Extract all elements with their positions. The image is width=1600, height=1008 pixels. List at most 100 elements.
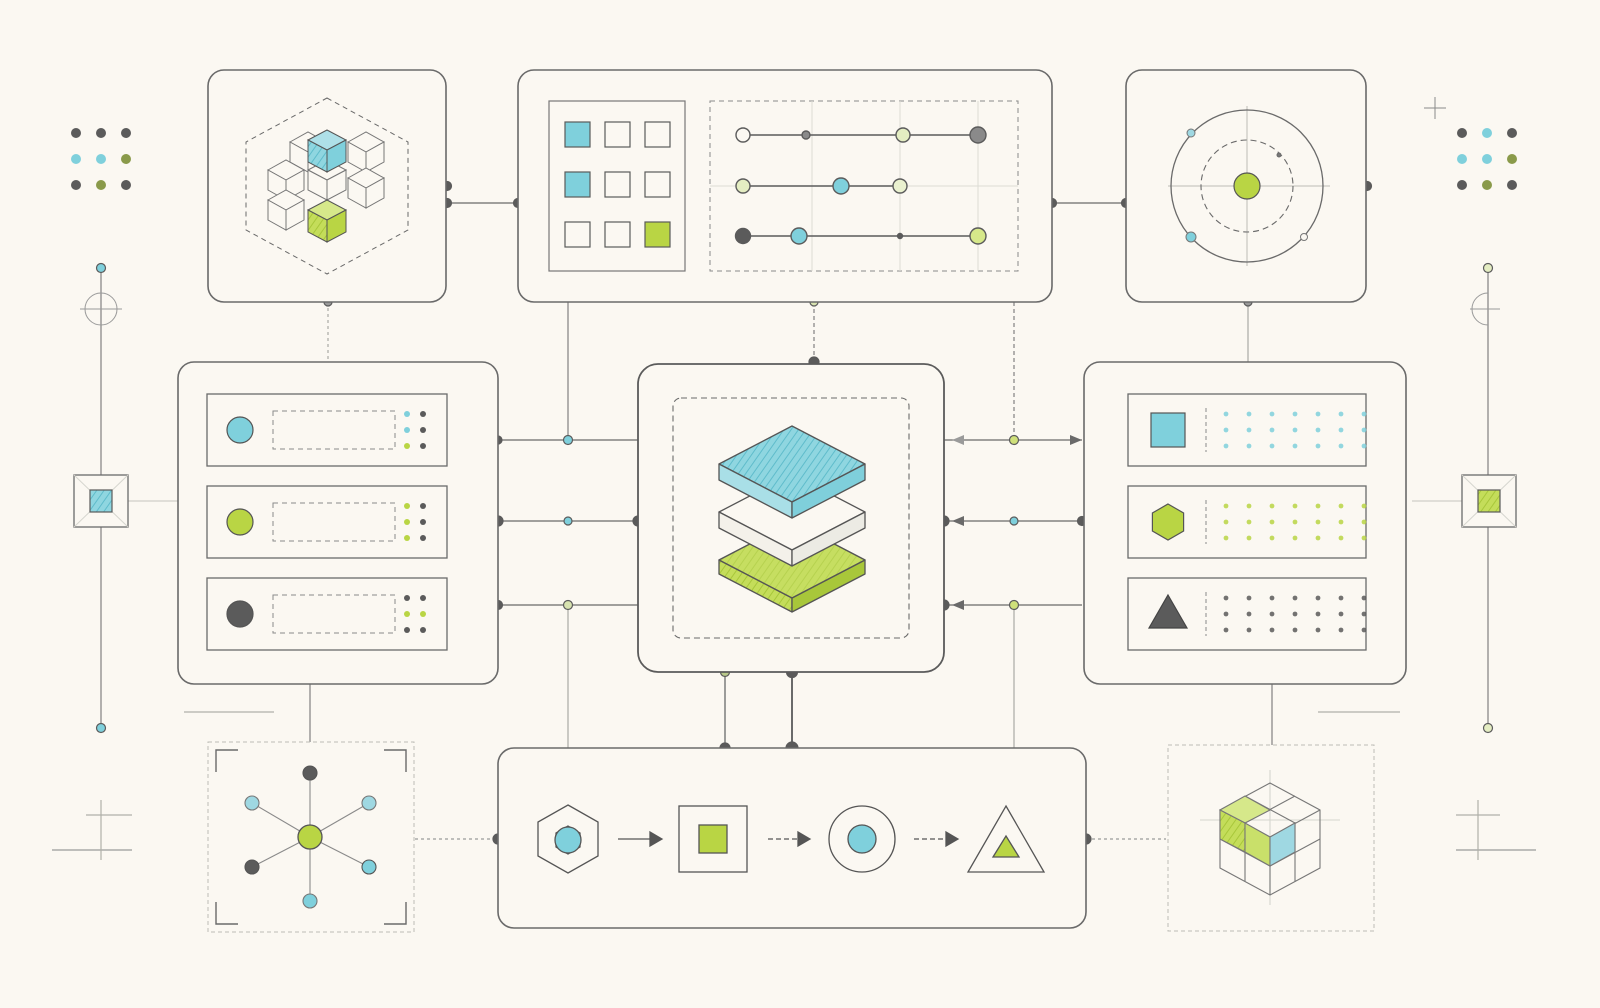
list-row [206, 577, 448, 651]
rail-node-right [1461, 474, 1517, 528]
grid-dot [1338, 595, 1344, 601]
grid-dot [1361, 427, 1367, 433]
grid-cell [604, 171, 631, 198]
list-row [1127, 577, 1367, 651]
grid-dot [1361, 411, 1367, 417]
grid-dot [1223, 411, 1229, 417]
grid-dot [1315, 627, 1321, 633]
triangle-marker-icon [1147, 593, 1189, 629]
list-row [206, 393, 448, 467]
indicator-dot [420, 595, 426, 601]
indicator-dot [404, 535, 410, 541]
indicator-dot [420, 519, 426, 525]
grid-dot [1315, 503, 1321, 509]
grid-dot [1361, 535, 1367, 541]
arrow-right-icon [618, 830, 664, 848]
orbit-target-icon [1168, 106, 1330, 266]
grid-dot [1269, 411, 1275, 417]
status-dot-icon [226, 600, 254, 628]
grid-dot [1361, 503, 1367, 509]
crosshair-left-icon [80, 292, 122, 326]
placeholder-field [272, 410, 396, 450]
layer-stack-icon [718, 425, 866, 613]
circle-step-icon [828, 805, 896, 873]
corner-brackets [215, 749, 407, 925]
indicator-dot [420, 427, 426, 433]
grid-dot [1223, 519, 1229, 525]
grid-cell [644, 121, 671, 148]
grid-dot [1223, 611, 1229, 617]
grid-dot [1292, 535, 1298, 541]
list-rows-icon [1127, 393, 1367, 651]
indicator-dot [404, 611, 410, 617]
grid-cell [604, 121, 631, 148]
grid-dot [1338, 427, 1344, 433]
grid-dot [1269, 627, 1275, 633]
module-list-right [1083, 361, 1407, 685]
grid-dot [1246, 503, 1252, 509]
grid-dot [1315, 427, 1321, 433]
arrow-right-icon [914, 830, 960, 848]
grid-dot [1315, 443, 1321, 449]
status-dot-icon [226, 508, 254, 536]
grid-dot [1246, 427, 1252, 433]
indicator-dot [404, 443, 410, 449]
module-star-network [207, 741, 415, 933]
grid-dot [1315, 535, 1321, 541]
pipeline-icon [537, 804, 1046, 874]
connector-arrowheads [952, 435, 1082, 610]
indicator-dot [404, 503, 410, 509]
grid-dot [1223, 627, 1229, 633]
grid-dot [1269, 427, 1275, 433]
grid-dot [1338, 627, 1344, 633]
crosshair-right-icon [1470, 292, 1500, 326]
grid-dot [1269, 611, 1275, 617]
grid-dot [1223, 535, 1229, 541]
dot-cluster-right-icon [1457, 128, 1517, 190]
list-row [1127, 485, 1367, 559]
hexagon-step-icon [537, 804, 599, 874]
square-step-icon [678, 805, 748, 873]
grid-dot [1292, 627, 1298, 633]
grid-dot [1223, 595, 1229, 601]
grid-dot [1246, 535, 1252, 541]
hexagon-marker-icon [1151, 503, 1185, 541]
grid-dot [1223, 427, 1229, 433]
grid-cell [564, 221, 591, 248]
grid-dot [1292, 443, 1298, 449]
grid-dot [1292, 519, 1298, 525]
arrow-right-icon [768, 830, 812, 848]
grid-dot [1269, 443, 1275, 449]
indicator-dot [420, 627, 426, 633]
indicator-dot [420, 611, 426, 617]
indicator-dot [404, 627, 410, 633]
placeholder-field [272, 594, 396, 634]
grid-dot [1361, 627, 1367, 633]
grid-dot [1361, 595, 1367, 601]
grid-dot [1338, 411, 1344, 417]
grid-dot [1269, 503, 1275, 509]
grid-dot [1315, 595, 1321, 601]
star-network-icon [244, 765, 377, 909]
grid-cell [564, 171, 591, 198]
grid-dot [1338, 443, 1344, 449]
grid-dot [1292, 611, 1298, 617]
grid-dot [1223, 503, 1229, 509]
grid-dot [1269, 595, 1275, 601]
slider-rows [734, 126, 987, 245]
placeholder-field [272, 502, 396, 542]
module-cube-grid [1167, 744, 1375, 932]
grid-dot [1315, 411, 1321, 417]
grid-dot [1246, 519, 1252, 525]
grid-dot [1246, 443, 1252, 449]
sparkle-icon [1424, 97, 1446, 119]
module-grid-and-sliders [517, 69, 1053, 303]
grid-cell [604, 221, 631, 248]
cube-grid-icon [1200, 770, 1340, 905]
grid-cell [644, 171, 671, 198]
indicator-dot [420, 411, 426, 417]
grid-dot [1246, 595, 1252, 601]
grid-cell [564, 121, 591, 148]
